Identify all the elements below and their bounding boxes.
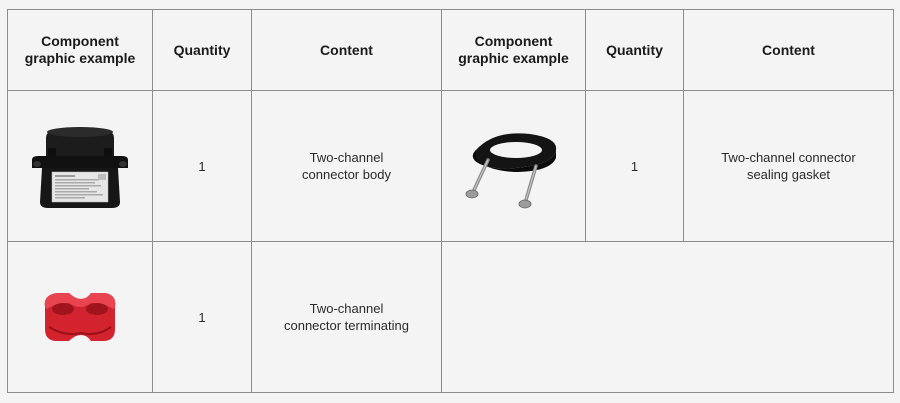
terminating-plug-image [44,293,116,341]
content-text: Two-channel connector terminating [283,301,409,333]
component-table: Component graphic example Quantity Conte… [7,9,894,393]
header-content: Content [251,9,442,91]
content-cell: Two-channel connector sealing gasket [683,90,894,242]
header-component-graphic-example: Component graphic example [7,9,153,91]
quantity-value: 1 [630,158,639,174]
header-row: Component graphic example Quantity Conte… [7,9,894,91]
sealing-gasket-image [465,133,556,209]
quantity-cell: 1 [152,90,252,242]
content-cell: Two-channel connector terminating [251,241,442,393]
image-cell [441,90,586,242]
table-row: 1 Two-channel connector terminating [7,241,894,393]
quantity-cell: 1 [152,241,252,393]
quantity-cell: 1 [585,90,684,242]
connector-body-image [32,127,128,208]
quantity-value: 1 [198,158,206,174]
header-text: Quantity [606,41,663,58]
content-text: Two-channel connector body [302,150,391,182]
header-content-2: Content [683,9,894,91]
content-cell: Two-channel connector body [251,90,442,242]
header-component-graphic-example-2: Component graphic example [441,9,586,91]
table-row: 1 Two-channel connector body [7,90,894,242]
image-cell [7,241,153,393]
empty-cell [441,241,894,393]
image-cell [7,90,153,242]
header-quantity-2: Quantity [585,9,684,91]
header-quantity: Quantity [152,9,252,91]
content-text: Two-channel connector sealing gasket [721,150,856,182]
header-text: Content [762,41,815,58]
header-text: Component graphic example [24,33,136,66]
header-text: Quantity [173,41,231,58]
header-text: Component graphic example [458,33,569,66]
quantity-value: 1 [198,309,206,325]
header-text: Content [320,41,373,58]
